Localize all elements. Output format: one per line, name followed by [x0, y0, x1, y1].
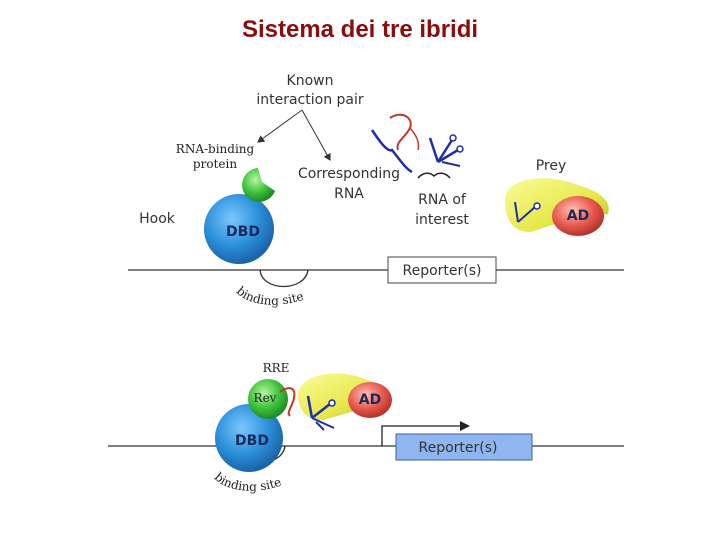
corresponding-rna-line2: RNA	[334, 186, 364, 202]
hybrid-rna	[370, 113, 464, 174]
binding-site-notch	[259, 269, 309, 288]
rev-protein	[248, 379, 288, 419]
known-pair-label-line1: Known	[287, 73, 334, 89]
corresponding-rna-line1: Corresponding	[298, 166, 400, 182]
known-pair-arrow-right	[301, 109, 331, 161]
transcription-arrowhead	[460, 421, 470, 431]
binding-site-label: binding site	[234, 284, 305, 308]
binding-site-label-bottom: binding site	[212, 470, 283, 494]
reporter-label: Reporter(s)	[403, 263, 482, 279]
page-title: Sistema dei tre ibridi	[241, 16, 479, 43]
ad-label-bottom: AD	[359, 392, 381, 408]
dbd-sphere	[204, 194, 274, 264]
prey-rna-fragment	[514, 201, 541, 223]
top-panel: Reporter(s) DBD AD Know	[128, 73, 624, 308]
rna-binding-label-line2: protein	[193, 157, 237, 171]
reporter-box-active	[395, 433, 533, 461]
transcription-arrow	[381, 425, 460, 446]
known-pair-arrow-left	[257, 109, 303, 143]
bottom-panel: Reporter(s) DBD Rev RRE AD binding site	[108, 361, 624, 494]
ad-domain	[552, 196, 604, 236]
rna-of-interest-line1: RNA of	[418, 192, 467, 208]
prey-label: Prey	[536, 158, 567, 174]
hybrid-rna-bottom	[279, 387, 336, 431]
reporter-label-bottom: Reporter(s)	[419, 440, 498, 456]
rev-label: Rev	[254, 391, 277, 405]
rna-of-interest-brace	[417, 172, 451, 179]
dbd-label-bottom: DBD	[235, 433, 269, 449]
rna-binding-label-line1: RNA-binding	[176, 142, 255, 156]
rna-binding-protein	[242, 168, 275, 202]
hook-label: Hook	[139, 211, 176, 227]
dbd-sphere-bottom	[215, 404, 283, 472]
reporter-box	[387, 256, 497, 284]
known-pair-label-line2: interaction pair	[256, 92, 364, 108]
ad-domain-bottom	[348, 382, 392, 418]
ad-label: AD	[567, 208, 589, 224]
dbd-label: DBD	[226, 224, 260, 240]
rna-of-interest-line2: interest	[415, 212, 469, 228]
rre-label: RRE	[263, 361, 290, 375]
